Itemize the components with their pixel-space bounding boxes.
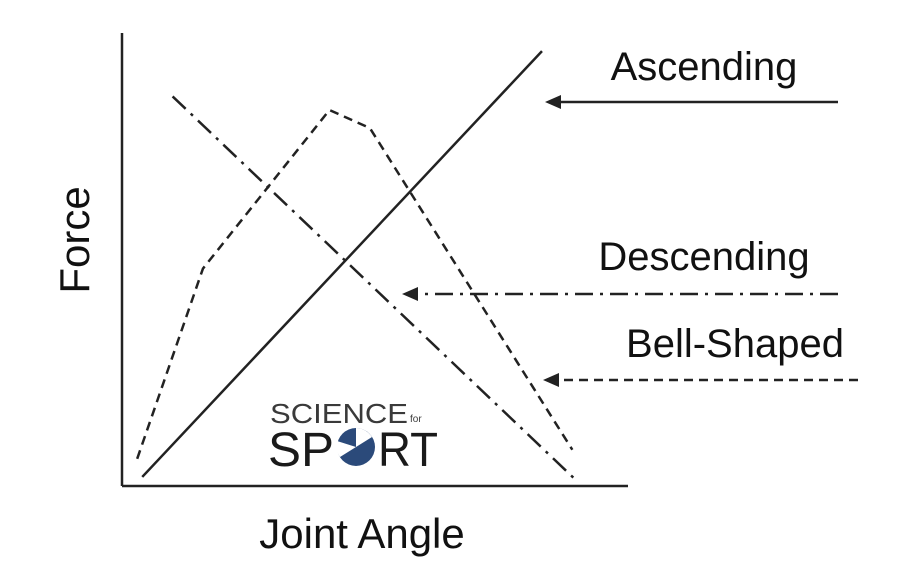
logo-for-text: for xyxy=(410,414,422,425)
logo-ball-icon xyxy=(336,428,375,466)
annotation-label-bell-shaped: Bell-Shaped xyxy=(626,322,844,366)
arrowhead-icon xyxy=(545,95,561,109)
series-layer xyxy=(135,50,579,483)
logo-sp-text: SP xyxy=(268,424,334,477)
x-axis-label: Joint Angle xyxy=(259,510,465,557)
logo-science-text: SCIENCE xyxy=(270,398,408,429)
series-line-descending xyxy=(171,95,579,483)
science-for-sport-logo: SCIENCE for SP RT xyxy=(268,398,438,477)
y-axis-label: Force xyxy=(51,186,98,293)
series-line-bell-shaped xyxy=(135,108,574,460)
series-line-ascending xyxy=(141,50,543,478)
logo-rt-text: RT xyxy=(378,424,438,477)
annotation-label-descending: Descending xyxy=(598,235,809,279)
annotation-label-ascending: Ascending xyxy=(611,45,798,89)
arrowhead-icon xyxy=(402,287,418,301)
arrowhead-icon xyxy=(543,373,559,387)
